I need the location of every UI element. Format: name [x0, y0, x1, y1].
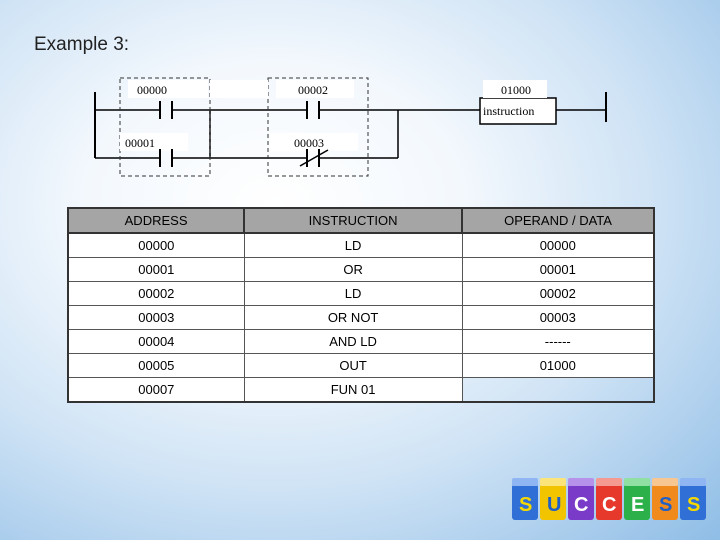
contact-label: 00002 — [298, 83, 328, 97]
success-cubes-logo: S U C C E S S — [512, 478, 706, 520]
table-cell-empty — [462, 378, 654, 403]
table-cell: 01000 — [461, 353, 655, 378]
logo-cube: S — [512, 478, 538, 520]
contact-label: 00001 — [125, 136, 155, 150]
table-cell: 00002 — [461, 281, 655, 306]
logo-cube: C — [596, 478, 622, 520]
logo-letter: C — [602, 494, 616, 516]
table-cell: 00003 — [461, 305, 655, 330]
column-header: ADDRESS — [66, 207, 246, 234]
contact-label: 00003 — [294, 136, 324, 150]
table-row: 00004 AND LD ------ — [67, 329, 655, 354]
column-header: OPERAND / DATA — [461, 207, 655, 234]
table-cell: 00002 — [67, 281, 245, 306]
table-cell: LD — [243, 281, 463, 306]
table-row: 00007 FUN 01 — [67, 377, 654, 403]
table-cell: LD — [243, 232, 463, 258]
ladder-diagram: 00000 00002 00001 00003 01000 instructio… — [94, 77, 607, 177]
block-box-1 — [119, 77, 211, 177]
contact-label: 00000 — [137, 83, 167, 97]
table-row: 00000 LD 00000 — [67, 232, 655, 258]
logo-letter: S — [519, 494, 532, 516]
table-row: 00001 OR 00001 — [67, 257, 655, 282]
output-instruction-box — [479, 97, 557, 125]
logo-letter: U — [547, 494, 561, 516]
table-cell: 00001 — [461, 257, 655, 282]
logo-cube: E — [624, 478, 650, 520]
table-cell: 00004 — [67, 329, 245, 354]
table-cell: OR NOT — [243, 305, 463, 330]
logo-cube: S — [652, 478, 678, 520]
logo-letter: E — [631, 494, 644, 516]
table-row: 00005 OUT 01000 — [67, 353, 655, 378]
table-cell: 00000 — [461, 232, 655, 258]
table-cell: FUN 01 — [243, 377, 463, 403]
logo-cube: U — [540, 478, 566, 520]
column-header: INSTRUCTION — [243, 207, 464, 234]
table-cell: 00007 — [67, 377, 245, 403]
logo-letter: S — [687, 494, 700, 516]
output-caption: instruction — [483, 104, 534, 118]
logo-cube: C — [568, 478, 594, 520]
table-cell: OUT — [243, 353, 463, 378]
slide-title: Example 3: — [34, 34, 130, 55]
block-box-2 — [267, 77, 369, 177]
logo-letter: S — [659, 494, 672, 516]
table-cell: ------ — [461, 329, 655, 354]
logo-letter: C — [574, 494, 588, 516]
table-cell: 00000 — [67, 232, 245, 258]
table-header-row: ADDRESS INSTRUCTION OPERAND / DATA — [66, 207, 655, 234]
table-row: 00003 OR NOT 00003 — [67, 305, 655, 330]
table-cell: OR — [243, 257, 463, 282]
table-cell: 00005 — [67, 353, 245, 378]
table-row: 00002 LD 00002 — [67, 281, 655, 306]
table-cell: 00001 — [67, 257, 245, 282]
table-cell: AND LD — [243, 329, 463, 354]
instruction-table: ADDRESS INSTRUCTION OPERAND / DATA 00000… — [66, 207, 655, 403]
table-cell: 00003 — [67, 305, 245, 330]
logo-cube: S — [680, 478, 706, 520]
output-label: 01000 — [501, 83, 531, 97]
